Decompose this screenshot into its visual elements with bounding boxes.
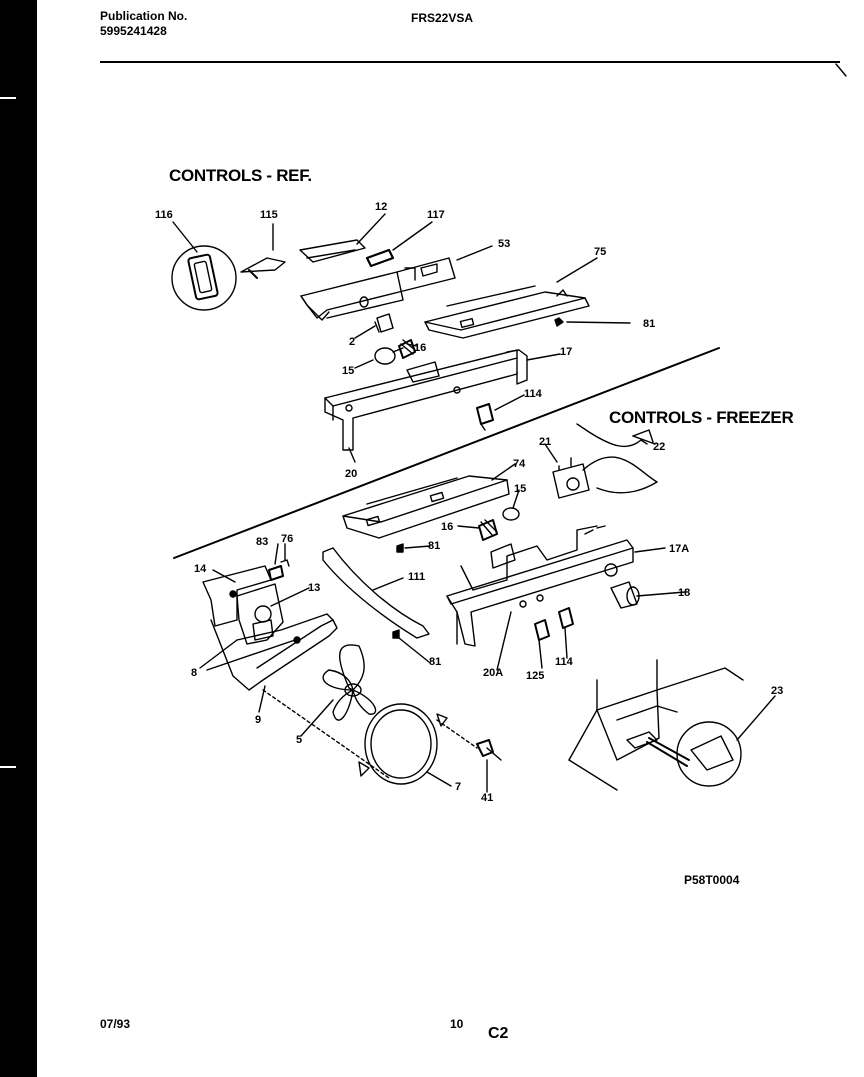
knob-part-2 xyxy=(376,313,394,333)
part-label-114: 114 xyxy=(524,388,543,400)
scan-edge-mark xyxy=(0,97,16,99)
part-label-13: 13 xyxy=(308,582,320,594)
screw-part-81b xyxy=(396,543,404,553)
header-rule xyxy=(100,61,840,63)
part-label-41: 41 xyxy=(481,792,493,804)
capillary-part-22 xyxy=(582,456,658,494)
model-number: FRS22VSA xyxy=(411,11,474,25)
part-label-15-freezer: 15 xyxy=(514,483,526,495)
fan-blade-part-5 xyxy=(338,644,365,691)
bracket-part-14 xyxy=(202,565,272,627)
page-number: 10 xyxy=(450,1017,464,1031)
screw-part-41 xyxy=(476,739,494,757)
part-label-75: 75 xyxy=(594,246,606,258)
bulb-part-15b xyxy=(502,507,520,521)
part-label-74: 74 xyxy=(513,458,526,470)
liner-part-75 xyxy=(424,291,586,331)
motor-part-13 xyxy=(236,583,284,645)
part-label-116: 116 xyxy=(155,209,173,221)
part-label-14: 14 xyxy=(194,563,207,575)
knob-part-18 xyxy=(610,581,638,609)
part-label-81: 81 xyxy=(643,318,655,330)
shroud-part-7 xyxy=(364,703,438,785)
exploded-parts-diagram: 116 115 12 117 53 75 81 2 16 15 17 114 2… xyxy=(155,63,847,804)
mount-bracket xyxy=(210,619,338,691)
part-label-114-freezer: 114 xyxy=(555,656,574,668)
part-label-2: 2 xyxy=(349,336,355,348)
part-label-20: 20 xyxy=(345,468,357,480)
screw-part-81c xyxy=(392,629,400,639)
section-title-ref: CONTROLS - REF. xyxy=(169,166,312,185)
holder-part-125 xyxy=(534,619,550,641)
part-label-83: 83 xyxy=(256,536,268,548)
part-label-23: 23 xyxy=(771,685,783,697)
part-label-9: 9 xyxy=(255,714,261,726)
bulb-part-15a xyxy=(374,347,396,365)
part-label-76: 76 xyxy=(281,533,293,545)
section-title-freezer: CONTROLS - FREEZER xyxy=(609,408,794,427)
cover-part-12 xyxy=(299,239,366,263)
rod-part-111 xyxy=(322,547,430,639)
holder-part-114b xyxy=(558,607,574,629)
part-label-12: 12 xyxy=(375,201,387,213)
spring-part-117 xyxy=(365,248,395,268)
part-label-7: 7 xyxy=(455,781,461,793)
cabinet-inset-part-23 xyxy=(568,667,744,761)
part-label-15: 15 xyxy=(342,365,354,377)
part-label-18: 18 xyxy=(678,587,690,599)
part-label-17: 17 xyxy=(560,346,572,358)
section-code: C2 xyxy=(488,1025,509,1042)
part-label-20A: 20A xyxy=(483,667,503,679)
socket-part-16a xyxy=(398,339,416,359)
figure-code: P58T0004 xyxy=(684,873,740,887)
part-label-115: 115 xyxy=(260,209,278,221)
part-label-16-freezer: 16 xyxy=(441,521,453,533)
holder-part-114a xyxy=(476,403,494,425)
panel-part-17 xyxy=(324,349,518,407)
part-label-8: 8 xyxy=(191,667,197,679)
part-label-81-freezer: 81 xyxy=(428,540,440,552)
clip-part-83 xyxy=(268,565,284,581)
part-label-16: 16 xyxy=(414,342,426,354)
housing-part-53 xyxy=(300,257,456,319)
publication-label: Publication No. xyxy=(100,9,188,23)
part-label-5: 5 xyxy=(296,734,302,746)
part-label-17A: 17A xyxy=(669,543,689,555)
publication-number: 5995241428 xyxy=(100,24,167,38)
bracket-part-115 xyxy=(240,257,286,273)
scan-edge-mark xyxy=(0,766,16,768)
part-label-21: 21 xyxy=(539,436,551,448)
part-label-81-mount: 81 xyxy=(429,656,441,668)
thermostat-part-21 xyxy=(552,463,590,499)
part-label-125: 125 xyxy=(526,670,544,682)
rule-tick xyxy=(835,63,847,77)
part-label-117: 117 xyxy=(427,209,445,221)
socket-part-16b xyxy=(478,519,498,541)
section-divider-line xyxy=(173,347,720,559)
part-label-111: 111 xyxy=(408,571,425,583)
gasket-part-116 xyxy=(171,245,237,311)
parts-diagram-page: Publication No. 5995241428 FRS22VSA CONT… xyxy=(37,0,864,1077)
part-label-22: 22 xyxy=(653,441,665,453)
footer-date: 07/93 xyxy=(100,1017,131,1031)
part-label-53: 53 xyxy=(498,238,510,250)
